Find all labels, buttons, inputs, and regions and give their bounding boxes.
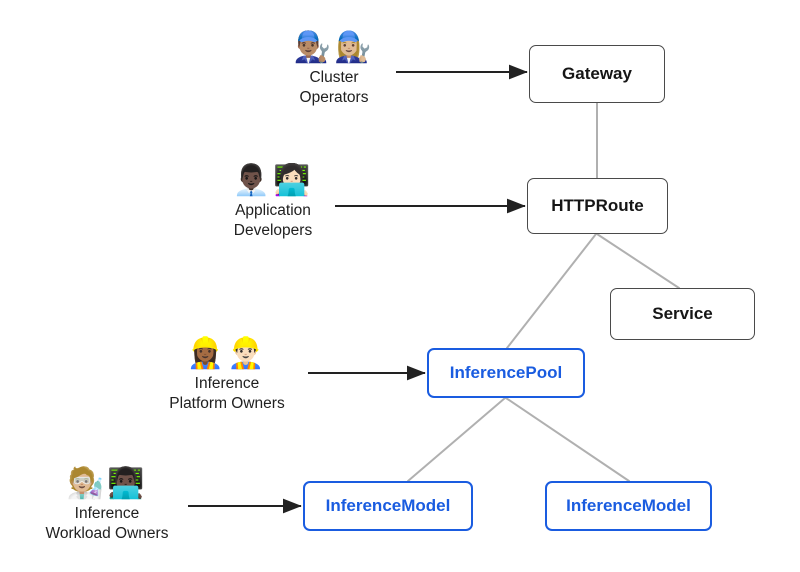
scientist-icon man-technologist-icon: 🧑🏼‍🔬👨🏿‍💻 <box>66 466 148 501</box>
node-label-httproute: HTTPRoute <box>551 196 644 215</box>
persona-inference-workload-owners: 🧑🏼‍🔬👨🏿‍💻 Inference Workload Owners <box>37 466 177 544</box>
persona-inference-platform-owners: 👷🏾‍♀️👷🏻‍♂️ Inference Platform Owners <box>157 336 297 414</box>
node-label-service: Service <box>652 304 713 323</box>
persona-application-developers: 👨🏿‍💼👩🏻‍💻 Application Developers <box>203 163 343 241</box>
arrow-layer <box>188 64 528 514</box>
connector-inferencepool-inferencemodel-left <box>407 397 506 482</box>
persona-cluster-operators: 👨🏽‍🔧👩🏼‍🔧 Cluster Operators <box>264 30 404 108</box>
node-label-inferencemodel-left: InferenceModel <box>325 496 451 515</box>
node-inferencemodel-left[interactable]: InferenceModel <box>303 481 473 531</box>
node-service[interactable]: Service <box>610 288 755 340</box>
woman-construction-worker-icon man-construction-worker-icon: 👷🏾‍♀️👷🏻‍♂️ <box>186 336 268 371</box>
node-label-gateway: Gateway <box>562 64 632 83</box>
node-label-inferencepool: InferencePool <box>449 363 563 382</box>
persona-label-inference-workload-owners: Inference Workload Owners <box>45 505 169 542</box>
connector-layer <box>407 102 680 482</box>
node-inferencemodel-right[interactable]: InferenceModel <box>545 481 712 531</box>
node-label-inferencemodel-right: InferenceModel <box>566 496 691 515</box>
connector-inferencepool-inferencemodel-right <box>505 397 630 482</box>
man-office-worker-icon woman-technologist-icon: 👨🏿‍💼👩🏻‍💻 <box>232 163 314 198</box>
persona-label-application-developers: Application Developers <box>233 202 313 239</box>
persona-label-cluster-operators: Cluster Operators <box>299 69 369 106</box>
persona-label-inference-platform-owners: Inference Platform Owners <box>169 375 285 412</box>
man-mechanic-icon woman-mechanic-icon: 👨🏽‍🔧👩🏼‍🔧 <box>293 30 375 65</box>
connector-httproute-service <box>596 233 680 289</box>
node-inferencepool[interactable]: InferencePool <box>427 348 585 398</box>
connector-httproute-inferencepool <box>506 233 597 349</box>
node-gateway[interactable]: Gateway <box>529 45 665 103</box>
node-httproute[interactable]: HTTPRoute <box>527 178 668 234</box>
